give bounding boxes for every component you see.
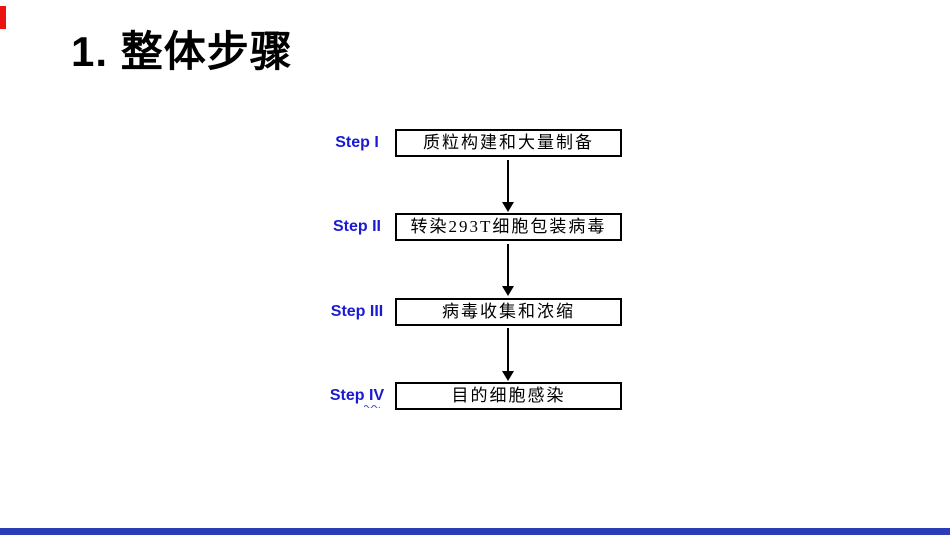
step-1-process-box: 质粒构建和大量制备 bbox=[395, 129, 622, 157]
footer-accent-bar bbox=[0, 528, 950, 535]
step-3-process-box: 病毒收集和浓缩 bbox=[395, 298, 622, 326]
step-2-label: Step II bbox=[332, 218, 381, 235]
step-2-process-box: 转染293T细胞包装病毒 bbox=[395, 213, 622, 241]
flow-arrow-down-icon bbox=[502, 244, 514, 296]
flow-arrow-down-icon bbox=[502, 160, 514, 212]
step-4-process-box: 目的细胞感染 bbox=[395, 382, 622, 410]
page-title: 1. 整体步骤 bbox=[71, 28, 293, 75]
step-4-label: Step IV bbox=[329, 387, 385, 404]
spellcheck-squiggle-icon bbox=[364, 405, 380, 408]
step-1-label: Step I bbox=[335, 134, 379, 151]
red-accent-bar bbox=[0, 6, 6, 29]
flow-arrow-down-icon bbox=[502, 328, 514, 381]
step-3-label: Step III bbox=[330, 303, 384, 320]
